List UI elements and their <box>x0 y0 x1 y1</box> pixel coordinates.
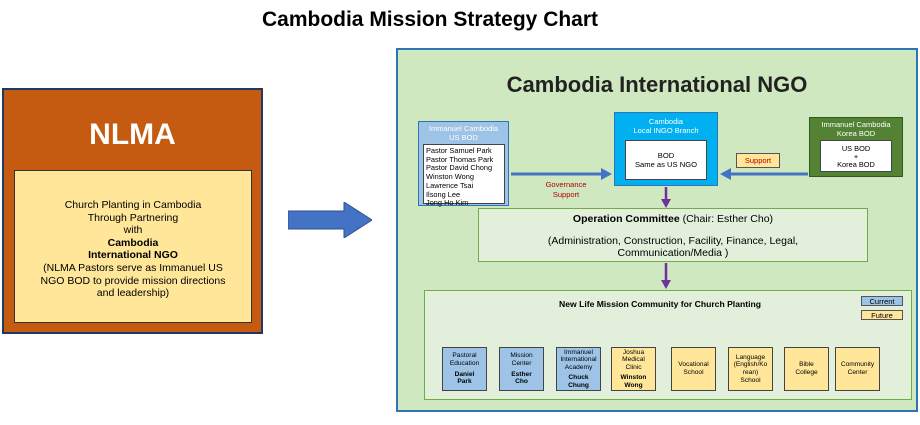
nlma-org-line: International NGO <box>88 249 178 262</box>
member: Lawrence Tsai <box>426 180 474 190</box>
nlma-line: Church Planting in Cambodia <box>64 199 202 211</box>
unit-name-line: Mission <box>510 352 533 360</box>
unit-name-line: Center <box>511 359 532 367</box>
governance-label: Governance Support <box>538 180 594 200</box>
korea-bod-heading: Korea BOD <box>836 129 876 138</box>
support-label: Support <box>736 153 780 168</box>
duties-line: (Administration, Construction, Facility,… <box>547 235 799 247</box>
operation-committee-duties: (Administration, Construction, Facility,… <box>479 235 867 259</box>
ngo-panel: Cambodia International NGO Immanuel Camb… <box>396 48 918 412</box>
unit-leader-line: Daniel <box>454 370 475 378</box>
nlma-box: NLMA Church Planting in Cambodia Through… <box>2 88 263 334</box>
unit-name-line: Language <box>735 353 766 361</box>
member: Ilsong Lee <box>426 189 461 199</box>
unit-leader-line: Esther <box>511 370 532 378</box>
nlma-org-line: Cambodia <box>107 236 159 249</box>
unit-name-line: (English/Ko <box>733 361 768 369</box>
unit-name-line: Bible <box>799 361 814 369</box>
arrow-head-icon <box>601 168 612 180</box>
local-branch-heading: Local INGO Branch <box>633 126 699 135</box>
korea-bod-line: + <box>853 152 859 161</box>
nlma-title: NLMA <box>89 118 176 151</box>
local-branch-bod: BOD Same as US NGO <box>625 140 707 180</box>
unit-leader-line: Winston <box>620 374 647 382</box>
member: Pastor Samuel Park <box>426 146 492 155</box>
unit-name-line: Clinic <box>625 363 642 371</box>
member: Pastor David Chong <box>426 163 493 173</box>
nlma-description: Church Planting in Cambodia Through Part… <box>14 170 252 323</box>
unit-name-line: Vocational <box>678 361 709 369</box>
governance-line: Governance <box>545 180 587 189</box>
unit-name-line: Medical <box>622 356 645 364</box>
us-bod-heading: US BOD <box>449 133 478 142</box>
operation-committee-chair: (Chair: Esther Cho) <box>679 213 774 225</box>
korea-bod-line: US BOD <box>841 144 871 153</box>
local-branch-box: Cambodia Local INGO Branch BOD Same as U… <box>614 112 718 186</box>
unit-leader-line: Cho <box>515 378 528 386</box>
unit-name-line: rean) <box>742 369 759 376</box>
korea-bod-members: US BOD + Korea BOD <box>820 140 892 172</box>
page-title: Cambodia Mission Strategy Chart <box>261 8 599 31</box>
member: Jong Ho Kim <box>426 198 469 208</box>
unit-name-line: School <box>683 369 704 376</box>
right-arrow-icon <box>288 202 372 238</box>
unit-leader-line: Chuck <box>568 374 589 382</box>
arrow-head-icon <box>720 168 731 180</box>
arrow-head-icon <box>661 280 671 289</box>
nlma-line: with <box>123 224 143 237</box>
local-bod-line: BOD <box>657 151 675 160</box>
nlma-note-line: (NLMA Pastors serve as Immanuel US <box>43 261 223 274</box>
korea-bod-line: Korea BOD <box>837 160 875 169</box>
nlma-note-line: NGO BOD to provide mission directions <box>40 274 226 287</box>
local-bod-line: Same as US NGO <box>634 160 698 169</box>
unit-name-line: School <box>740 376 761 384</box>
unit-name-line: Center <box>847 369 868 376</box>
operation-committee-name: Operation Committee <box>572 213 680 225</box>
korea-bod-box: Immanuel Cambodia Korea BOD US BOD + Kor… <box>809 117 903 177</box>
legend-current: Current <box>861 296 903 306</box>
unit-name-line: International <box>560 356 597 364</box>
ngo-title: Cambodia International NGO <box>506 72 808 97</box>
unit-name-line: Pastoral <box>452 352 477 360</box>
nlma-note-line: and leadership) <box>96 287 170 300</box>
member: Winston Wong <box>426 172 474 182</box>
unit-name-line: Joshua <box>622 348 645 356</box>
local-branch-heading: Cambodia <box>648 117 684 126</box>
unit-name-line: Immanuel <box>564 348 593 356</box>
arrow-head-icon <box>661 199 671 208</box>
us-bod-heading: Immanuel Cambodia <box>428 124 499 133</box>
unit-name-line: Academy <box>564 363 593 371</box>
unit-name-line: Community <box>840 361 875 369</box>
unit-leader-line: Park <box>457 378 472 386</box>
member: Pastor Thomas Park <box>426 154 494 164</box>
unit-leader-line: Wong <box>624 381 643 389</box>
legend-future: Future <box>861 310 903 320</box>
duties-line: Communication/Media ) <box>617 247 729 259</box>
community-title: New Life Mission Community for Church Pl… <box>559 299 761 309</box>
korea-bod-heading: Immanuel Cambodia <box>821 120 891 129</box>
governance-line: Support <box>552 190 580 199</box>
unit-leader-line: Chung <box>568 381 589 389</box>
us-bod-box: Immanuel Cambodia US BOD Pastor Samuel P… <box>418 121 509 207</box>
nlma-line: Through Partnering <box>87 211 179 224</box>
us-bod-members: Pastor Samuel Park Pastor Thomas Park Pa… <box>423 144 505 207</box>
unit-name-line: Education <box>449 359 480 367</box>
unit-name-line: College <box>795 369 818 376</box>
operation-committee-box: Operation Committee (Chair: Esther Cho) … <box>478 208 868 262</box>
